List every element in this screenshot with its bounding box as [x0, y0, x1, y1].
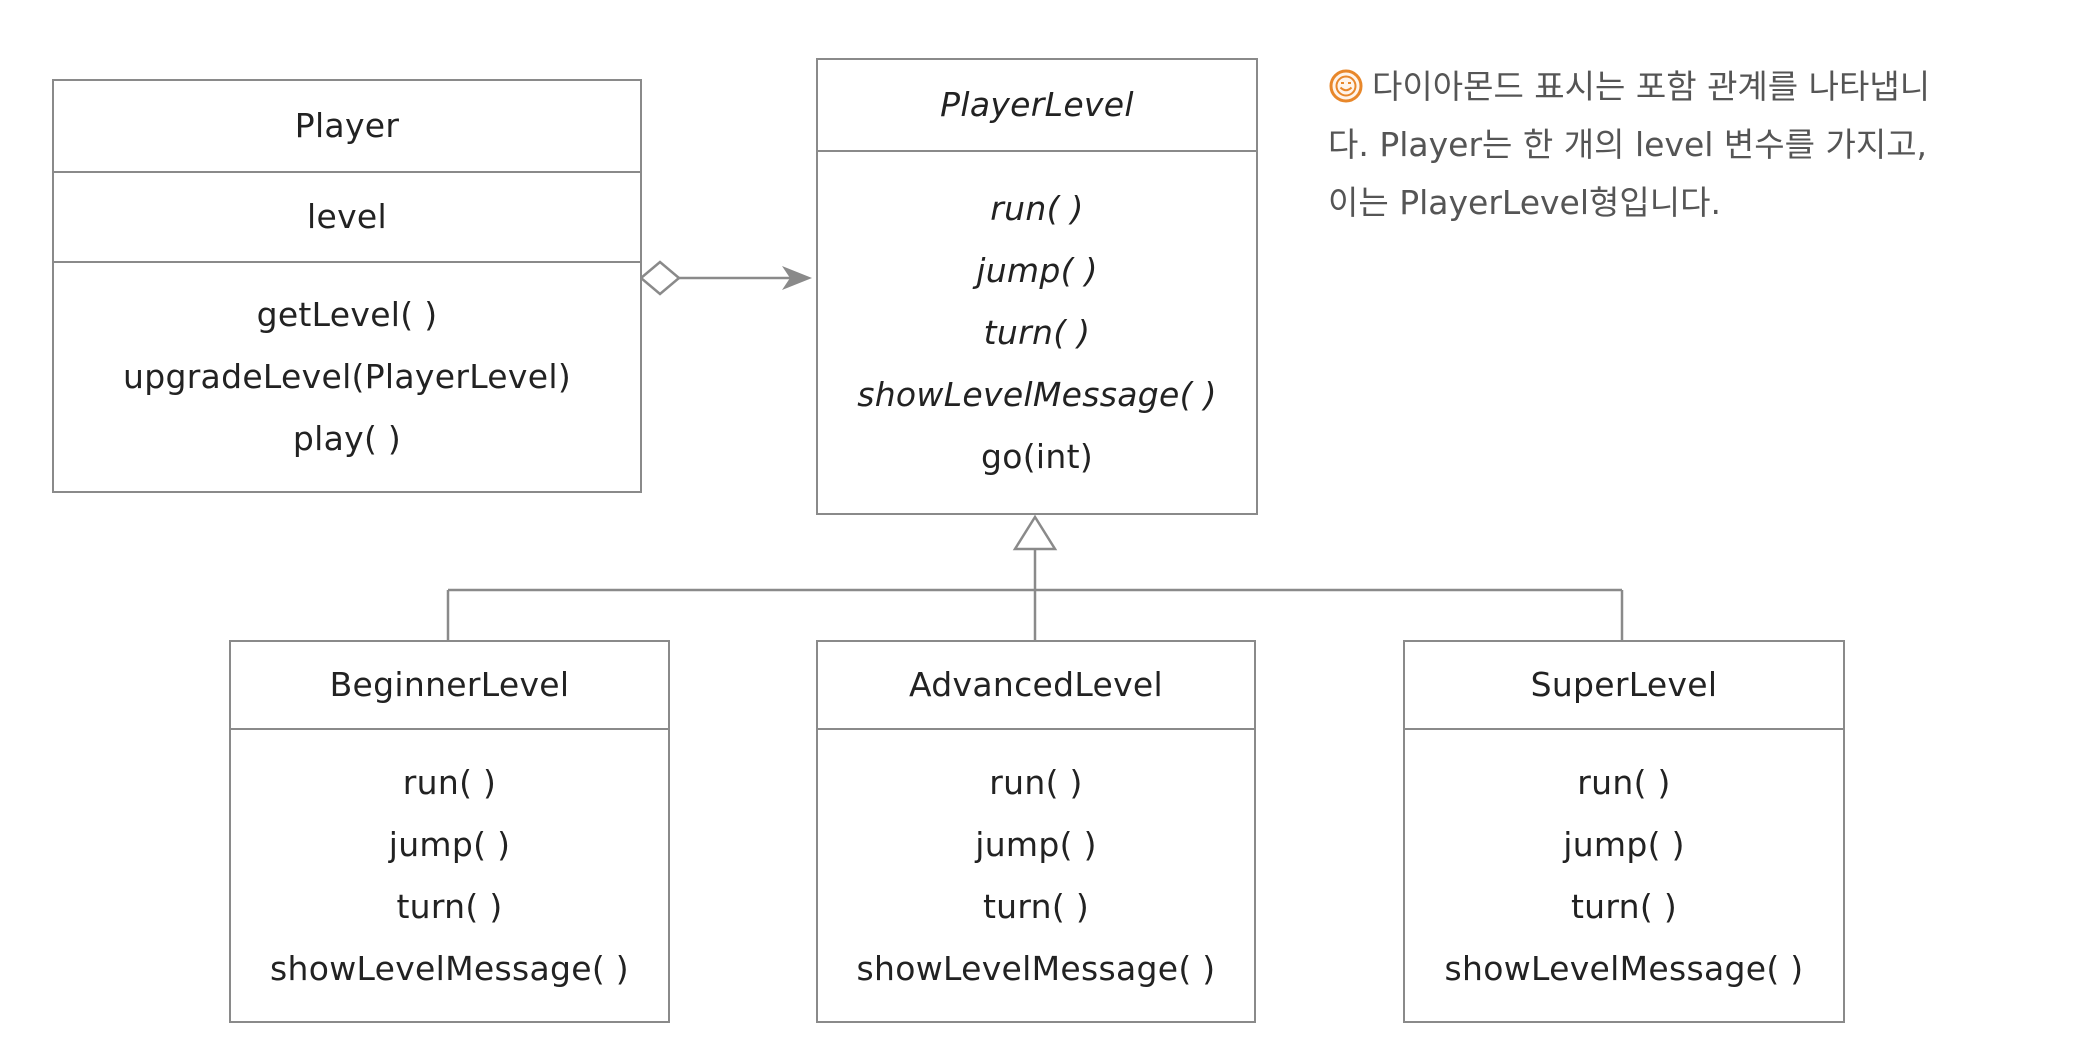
method: jump( ) [388, 824, 511, 864]
method: turn( ) [982, 886, 1090, 926]
class-name-section: AdvancedLevel [818, 642, 1254, 728]
class-advanced-level: AdvancedLevel run( ) jump( ) turn( ) sho… [816, 640, 1256, 1023]
method: run( ) [1577, 762, 1671, 802]
abstract-method: run( ) [990, 188, 1084, 228]
note-line-1: 다이아몬드 표시는 포함 관계를 나타냅니 [1328, 58, 2048, 116]
class-name-section: SuperLevel [1405, 642, 1843, 728]
methods-section: getLevel( ) upgradeLevel(PlayerLevel) pl… [54, 261, 640, 491]
method: upgradeLevel(PlayerLevel) [122, 357, 571, 396]
class-name: PlayerLevel [940, 85, 1134, 124]
note-text: 다이아몬드 표시는 포함 관계를 나타냅니 [1372, 67, 1931, 106]
note-line-2: 다. Player는 한 개의 level 변수를 가지고, [1328, 125, 1928, 164]
method: run( ) [402, 762, 497, 802]
method: play( ) [292, 419, 402, 458]
class-name: AdvancedLevel [908, 665, 1163, 704]
method: showLevelMessage( ) [1444, 948, 1804, 988]
method: showLevelMessage( ) [270, 948, 629, 988]
class-player-level: PlayerLevel run( ) jump( ) turn( ) showL… [816, 58, 1258, 515]
abstract-method: jump( ) [976, 250, 1098, 290]
class-name: BeginnerLevel [329, 665, 570, 704]
method: turn( ) [1570, 886, 1678, 926]
method: turn( ) [396, 886, 503, 926]
method: go(int) [980, 436, 1093, 476]
class-beginner-level: BeginnerLevel run( ) jump( ) turn( ) sho… [229, 640, 670, 1023]
inheritance-triangle [1012, 514, 1058, 551]
class-name-section: BeginnerLevel [231, 642, 668, 728]
aggregation-diamond [639, 260, 681, 296]
method: getLevel( ) [256, 295, 438, 334]
methods-section: run( ) jump( ) turn( ) showLevelMessage(… [818, 728, 1254, 1021]
abstract-method: turn( ) [983, 312, 1091, 352]
method: run( ) [989, 762, 1083, 802]
class-super-level: SuperLevel run( ) jump( ) turn( ) showLe… [1403, 640, 1845, 1023]
method: jump( ) [975, 824, 1097, 864]
class-name-section: PlayerLevel [818, 60, 1256, 150]
note-line-3: 이는 PlayerLevel형입니다. [1328, 183, 1721, 222]
methods-section: run( ) jump( ) turn( ) showLevelMessage(… [1405, 728, 1843, 1021]
attribute: level [307, 197, 387, 236]
explanation-note: 다이아몬드 표시는 포함 관계를 나타냅니 다. Player는 한 개의 le… [1328, 58, 2048, 232]
smiley-icon [1329, 69, 1363, 103]
class-player: Player level getLevel( ) upgradeLevel(Pl… [52, 79, 642, 493]
methods-section: run( ) jump( ) turn( ) showLevelMessage(… [818, 150, 1256, 513]
class-name-section: Player [54, 81, 640, 171]
abstract-method: showLevelMessage( ) [857, 374, 1217, 414]
class-name: SuperLevel [1530, 665, 1718, 704]
class-name: Player [294, 106, 400, 145]
aggregation-arrowhead [782, 266, 812, 290]
attributes-section: level [54, 171, 640, 261]
methods-section: run( ) jump( ) turn( ) showLevelMessage(… [231, 728, 668, 1021]
method: showLevelMessage( ) [856, 948, 1216, 988]
method: jump( ) [1563, 824, 1685, 864]
